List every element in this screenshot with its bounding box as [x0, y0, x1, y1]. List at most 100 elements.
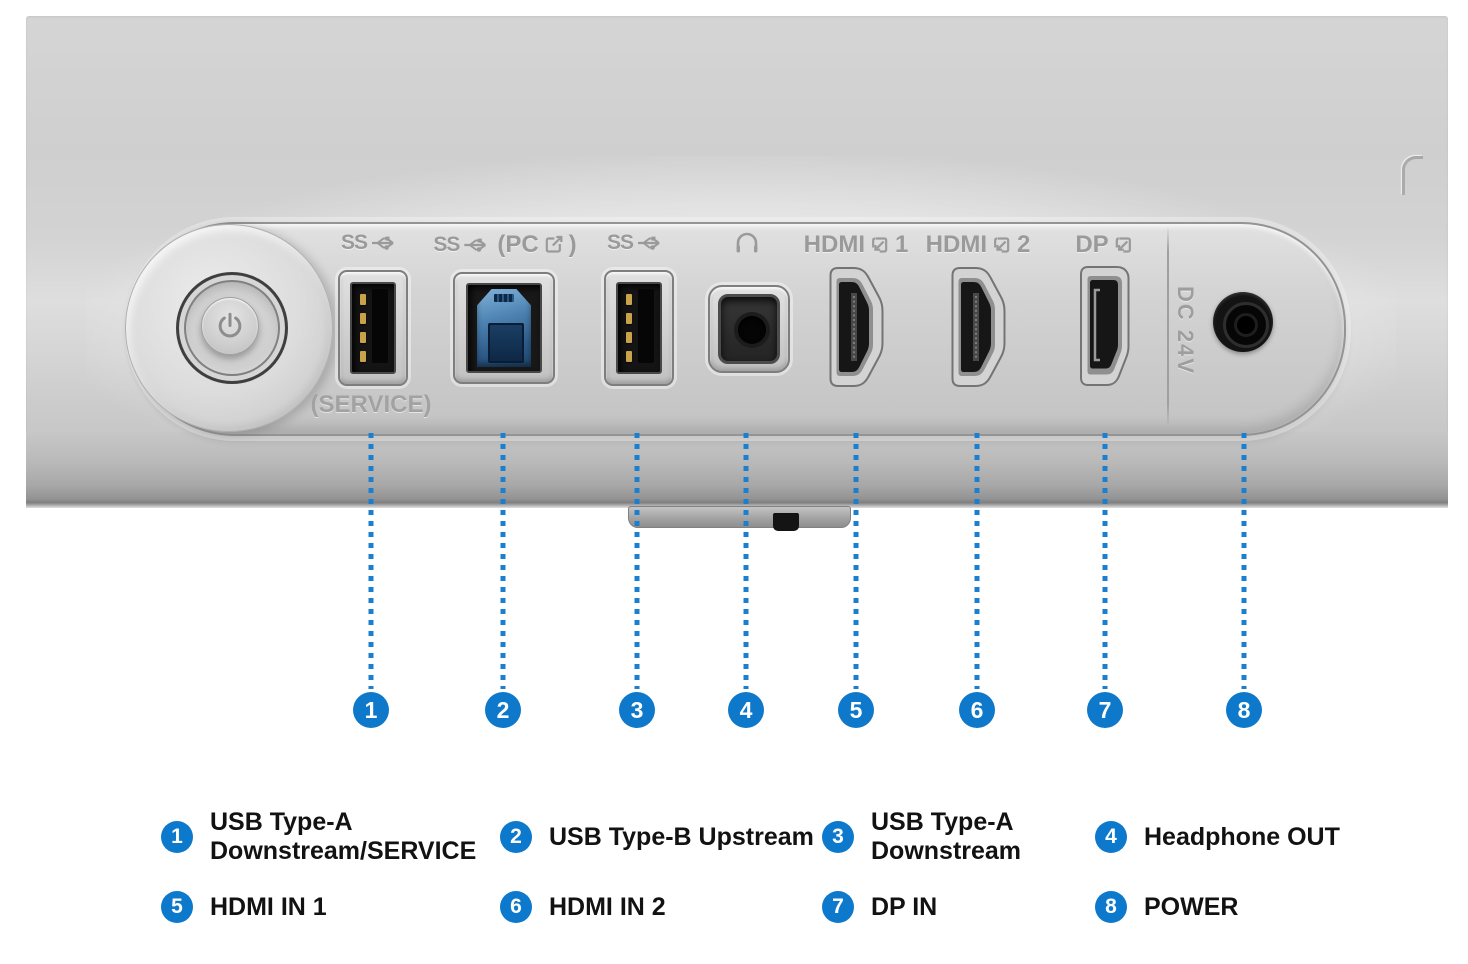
dc-24v-label: DC 24V	[1173, 286, 1198, 376]
usb-superspeed-trident-icon	[464, 238, 486, 252]
legend-number-badge: 5	[161, 891, 193, 923]
usb-a-opening	[350, 282, 396, 374]
usb-b-inner-socket	[488, 323, 524, 363]
legend-label-line: DP IN	[871, 892, 938, 921]
legend-label: Headphone OUT	[1144, 823, 1340, 852]
legend-item-3: 3 USB Type-A Downstream	[822, 808, 1021, 866]
hdmi-text: HDMI	[925, 231, 987, 258]
legend-number-badge: 3	[822, 821, 854, 853]
pc-label-close: )	[568, 231, 577, 258]
headphone-jack	[708, 285, 790, 373]
headphone-icon	[736, 232, 758, 253]
usb-superspeed-trident-icon	[372, 236, 394, 250]
legend-label-line: Downstream	[871, 837, 1022, 865]
legend-number-badge: 1	[161, 821, 193, 853]
ss-text: SS	[340, 231, 368, 254]
legend-label-line: Downstream/SERVICE	[210, 837, 477, 865]
arrow-into-box-icon	[872, 237, 888, 253]
legend-number-badge: 4	[1095, 821, 1127, 853]
dp-port	[1080, 266, 1130, 386]
legend-number-badge: 6	[500, 891, 532, 923]
usb-a-downstream-label: SS	[607, 231, 667, 255]
legend-item-8: 8 POWER	[1095, 891, 1238, 923]
callout-line-4	[743, 433, 749, 689]
power-symbol-icon	[218, 312, 242, 338]
usb-contact-pin	[360, 332, 366, 343]
legend-label: POWER	[1144, 893, 1238, 922]
callout-badge-1: 1	[353, 692, 389, 728]
usb-a-opening	[616, 282, 662, 374]
hdmi-port-2	[951, 267, 1006, 387]
legend-number-badge: 7	[822, 891, 854, 923]
callout-line-1	[368, 433, 374, 689]
headphone-jack-hole	[738, 316, 766, 344]
legend-label: HDMI IN 1	[210, 893, 327, 922]
ss-text: SS	[433, 233, 460, 256]
callout-badge-4: 4	[728, 692, 764, 728]
hdmi-port-1	[829, 267, 884, 387]
callout-line-8	[1241, 433, 1247, 689]
legend-item-5: 5 HDMI IN 1	[161, 891, 327, 923]
callout-badge-3: 3	[619, 692, 655, 728]
stand-mount	[628, 506, 851, 528]
hdmi2-label: HDMI 2	[926, 231, 1031, 259]
dp-text: DP	[1075, 231, 1109, 258]
callout-line-3	[634, 433, 640, 689]
hdmi-number: 2	[1016, 231, 1031, 258]
legend-label-line: POWER	[1144, 892, 1239, 921]
usb-contact-pin	[360, 294, 366, 305]
usb-b-upstream-label: SS (PC )	[433, 231, 576, 259]
headphone-label	[734, 231, 760, 255]
callout-line-5	[853, 433, 859, 689]
legend-label: DP IN	[871, 893, 937, 922]
headphone-jack-face	[718, 294, 780, 364]
usb-a-tongue	[372, 289, 388, 363]
legend-label: USB Type-A Downstream/SERVICE	[210, 808, 476, 866]
arrow-into-box-icon	[1116, 237, 1132, 253]
legend-number-badge: 8	[1095, 891, 1127, 923]
dp-label: DP	[1075, 231, 1134, 259]
hdmi1-label: HDMI 1	[804, 231, 909, 259]
usb-contact-pin	[626, 313, 632, 324]
callout-badge-8: 8	[1226, 692, 1262, 728]
hdmi-text: HDMI	[803, 231, 865, 258]
callout-line-7	[1102, 433, 1108, 689]
usb-contact-pin	[626, 351, 632, 362]
legend-item-2: 2 USB Type-B Upstream	[500, 821, 814, 853]
legend-label: USB Type-A Downstream	[871, 808, 1021, 866]
legend-label-line: USB Type-A	[210, 808, 353, 836]
usb-a-port-service	[338, 270, 408, 386]
arrow-out-of-box-icon	[546, 235, 563, 253]
callout-badge-7: 7	[1087, 692, 1123, 728]
callout-badge-6: 6	[959, 692, 995, 728]
legend-label-line: USB Type-B Upstream	[549, 822, 814, 851]
service-label: (SERVICE)	[310, 391, 432, 418]
hdmi-number: 1	[894, 231, 909, 258]
arrow-into-box-icon	[994, 237, 1010, 253]
dc-power-jack	[1213, 292, 1273, 352]
legend-item-7: 7 DP IN	[822, 891, 937, 923]
power-button-ring	[176, 272, 288, 384]
power-button	[201, 297, 259, 355]
legend-label-line: USB Type-A	[871, 808, 1014, 836]
panel-bottom-edge	[26, 432, 1448, 508]
usb-superspeed-trident-icon	[638, 236, 660, 250]
callout-badge-5: 5	[838, 692, 874, 728]
usb-a-tongue	[638, 289, 654, 363]
usb-b-port	[453, 272, 555, 384]
usb-contact-pin	[360, 351, 366, 362]
legend-label-line: HDMI IN 2	[549, 892, 666, 921]
usb-contact-pin	[626, 294, 632, 305]
legend-label: USB Type-B Upstream	[549, 823, 814, 852]
legend-item-6: 6 HDMI IN 2	[500, 891, 666, 923]
usb-a-port-downstream	[604, 270, 674, 386]
callout-line-6	[974, 433, 980, 689]
usb-b-pins	[494, 294, 514, 302]
legend-item-4: 4 Headphone OUT	[1095, 821, 1340, 853]
cable-hook	[1402, 156, 1423, 195]
legend-label-line: HDMI IN 1	[210, 892, 327, 921]
legend-number-badge: 2	[500, 821, 532, 853]
usb-b-opening	[466, 283, 542, 373]
legend-label: HDMI IN 2	[549, 893, 666, 922]
